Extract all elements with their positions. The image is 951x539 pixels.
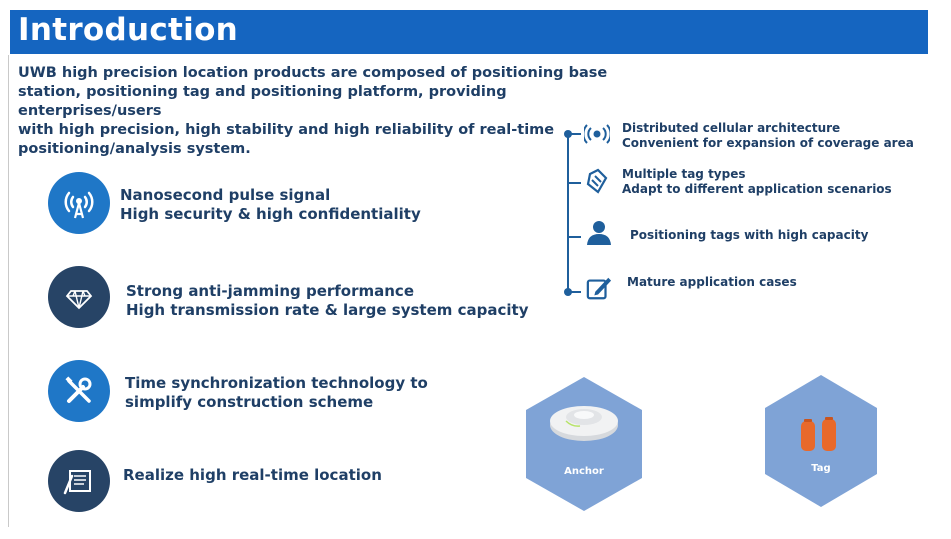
intro-line: station, positioning tag and positioning… bbox=[18, 84, 507, 119]
timeline-dot bbox=[564, 130, 572, 138]
timeline-title: Mature application cases bbox=[627, 275, 797, 289]
timeline-line bbox=[567, 133, 569, 293]
tools-icon bbox=[48, 360, 110, 422]
antenna-signal-icon bbox=[48, 172, 110, 234]
timeline-tick bbox=[569, 133, 581, 135]
timeline-subtitle: Convenient for expansion of coverage are… bbox=[622, 136, 914, 150]
timeline-subtitle: Adapt to different application scenarios bbox=[622, 182, 892, 196]
feature-text: Realize high real-time location bbox=[123, 466, 382, 485]
feature-title: Time synchronization technology to bbox=[125, 374, 428, 392]
timeline-tick bbox=[569, 182, 581, 184]
timeline-text: Positioning tags with high capacity bbox=[630, 228, 868, 243]
document-pen-icon bbox=[48, 450, 110, 512]
timeline-dot bbox=[564, 288, 572, 296]
feature-subtitle: simplify construction scheme bbox=[125, 393, 374, 411]
feature-text: Time synchronization technology to simpl… bbox=[125, 374, 428, 412]
product-label: Anchor bbox=[564, 466, 604, 477]
title-bar: Introduction bbox=[10, 10, 928, 54]
diamond-shield-icon bbox=[48, 266, 110, 328]
intro-line: positioning/analysis system. bbox=[18, 141, 251, 157]
timeline-tick bbox=[569, 291, 581, 293]
hexagon-shape bbox=[526, 377, 642, 511]
timeline-title: Positioning tags with high capacity bbox=[630, 228, 869, 242]
product-label: Tag bbox=[811, 463, 831, 474]
feature-title: Nanosecond pulse signal bbox=[120, 186, 331, 204]
feature-text: Nanosecond pulse signal High security & … bbox=[120, 186, 421, 224]
feature-subtitle: High transmission rate & large system ca… bbox=[126, 301, 529, 319]
timeline-text: Distributed cellular architecture Conven… bbox=[622, 121, 914, 151]
tag-product: Tag bbox=[765, 375, 877, 507]
timeline-text: Mature application cases bbox=[627, 275, 797, 290]
feature-text: Strong anti-jamming performance High tra… bbox=[126, 282, 528, 320]
intro-line: with high precision, high stability and … bbox=[18, 122, 555, 138]
feature-title: Realize high real-time location bbox=[123, 466, 382, 484]
tag-icon bbox=[584, 168, 610, 194]
edit-icon bbox=[586, 275, 612, 301]
anchor-product: Anchor bbox=[526, 377, 642, 511]
broadcast-icon bbox=[584, 121, 610, 147]
hexagon-shape bbox=[765, 375, 877, 507]
timeline-text: Multiple tag types Adapt to different ap… bbox=[622, 167, 892, 197]
page-title: Introduction bbox=[18, 12, 239, 48]
intro-line: UWB high precision location products are… bbox=[18, 65, 608, 81]
feature-subtitle: High security & high confidentiality bbox=[120, 205, 421, 223]
left-border bbox=[8, 55, 9, 527]
feature-title: Strong anti-jamming performance bbox=[126, 282, 414, 300]
timeline-title: Distributed cellular architecture bbox=[622, 121, 841, 135]
intro-paragraph: UWB high precision location products are… bbox=[18, 64, 628, 159]
timeline-tick bbox=[569, 236, 581, 238]
user-icon bbox=[586, 220, 612, 246]
timeline-title: Multiple tag types bbox=[622, 167, 746, 181]
